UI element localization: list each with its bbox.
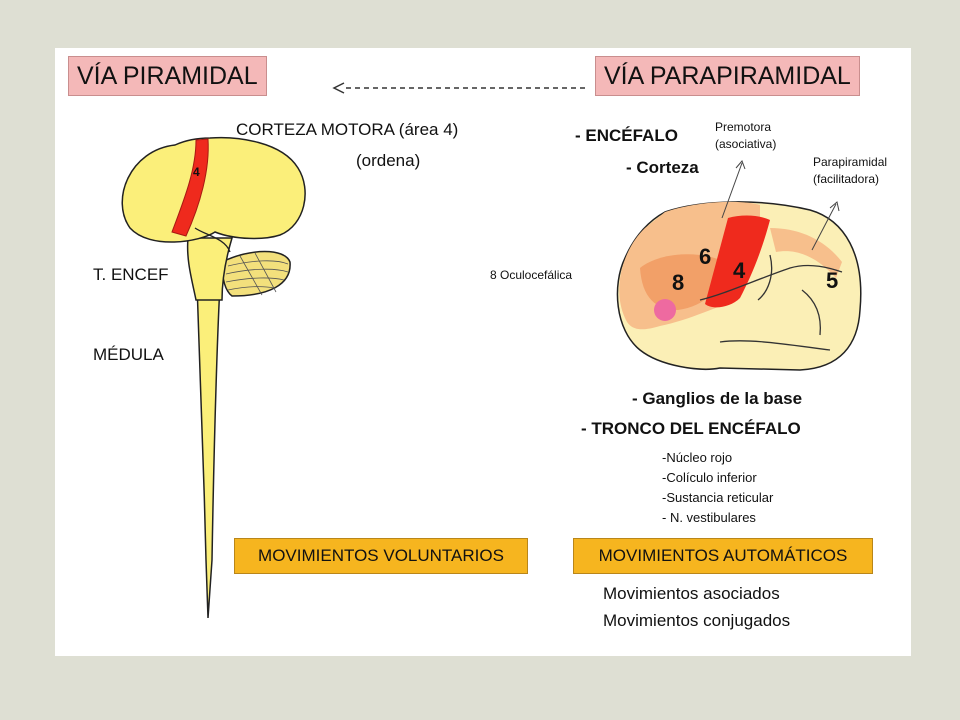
premotor-label-2: (asociativa) bbox=[715, 137, 777, 151]
encephalon-label: - ENCÉFALO bbox=[575, 126, 678, 145]
area-4-motor bbox=[705, 215, 770, 308]
motor-cortex-strip bbox=[171, 138, 209, 237]
conjugated-movements-label: Movimientos conjugados bbox=[603, 611, 791, 630]
basal-ganglia-label: - Ganglios de la base bbox=[632, 389, 803, 408]
nucleus-item: -Núcleo rojo bbox=[662, 450, 733, 465]
right-brain-figure bbox=[616, 160, 862, 371]
oculocephalic-label: 8 Oculocefálica bbox=[490, 268, 573, 282]
premotor-pointer bbox=[721, 162, 743, 219]
brainstem bbox=[186, 237, 234, 301]
area-6-label: 6 bbox=[699, 244, 712, 269]
premotor-label-1: Premotora bbox=[715, 120, 772, 134]
parapyramidal-pointer bbox=[811, 203, 837, 251]
title-via-piramidal: VÍA PIRAMIDAL bbox=[68, 56, 267, 96]
area-4-left-label: 4 bbox=[193, 165, 200, 179]
brainstem-label: T. ENCEF bbox=[93, 265, 169, 284]
left-brain-figure bbox=[121, 136, 306, 619]
spinal-cord-label: MÉDULA bbox=[93, 345, 164, 364]
area-8-label: 8 bbox=[672, 270, 685, 295]
corteza-ordena-label: (ordena) bbox=[356, 151, 421, 170]
associated-movements-label: Movimientos asociados bbox=[603, 584, 780, 603]
left-cerebrum bbox=[121, 136, 306, 243]
area-5-orange bbox=[770, 228, 842, 278]
area-4-right-label: 4 bbox=[733, 258, 746, 283]
cortex-label: - Corteza bbox=[626, 158, 699, 177]
automatic-movements-box: MOVIMIENTOS AUTOMÁTICOS bbox=[573, 538, 873, 574]
title-via-parapiramidal: VÍA PARAPIRAMIDAL bbox=[595, 56, 860, 96]
brainstem-title-label: - TRONCO DEL ENCÉFALO bbox=[581, 419, 801, 438]
parapyramidal-label-2: (facilitadora) bbox=[813, 172, 880, 186]
corteza-motora-label: CORTEZA MOTORA (área 4) bbox=[236, 120, 459, 139]
nucleus-item: -Colículo inferior bbox=[662, 470, 757, 485]
area-8-region bbox=[640, 254, 725, 310]
nucleus-item: -Sustancia reticular bbox=[662, 490, 774, 505]
cerebellum bbox=[221, 250, 291, 297]
spinal-cord bbox=[195, 254, 223, 619]
arrow-head bbox=[332, 82, 345, 94]
area-8-pink bbox=[654, 299, 676, 321]
parapyramidal-label-1: Parapiramidal bbox=[813, 155, 888, 169]
nucleus-item: - N. vestibulares bbox=[662, 510, 756, 525]
voluntary-movements-box: MOVIMIENTOS VOLUNTARIOS bbox=[234, 538, 528, 574]
area-5-label: 5 bbox=[826, 268, 839, 293]
